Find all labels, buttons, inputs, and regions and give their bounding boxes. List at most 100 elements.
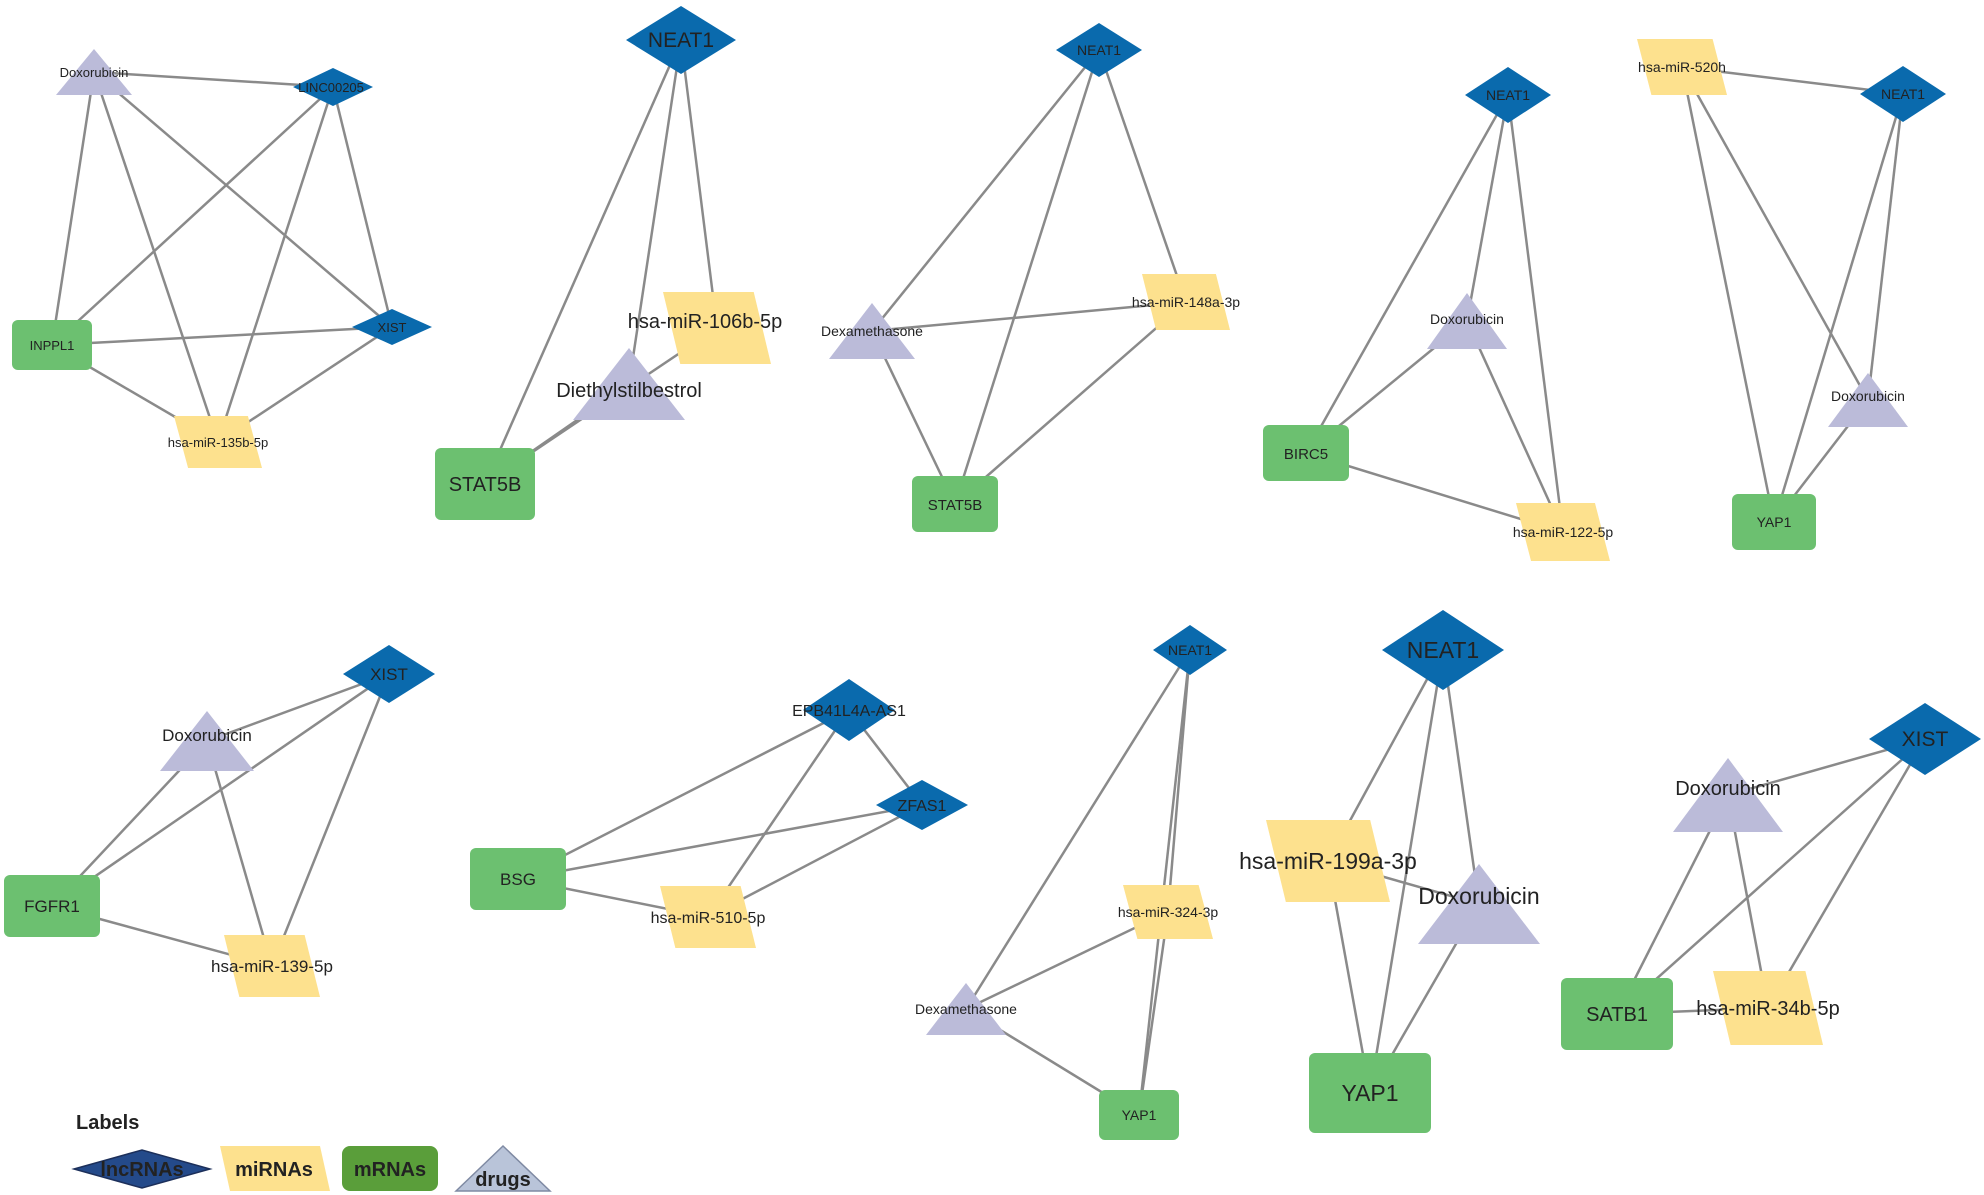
edge-net9-neat1-doxo (1441, 649, 1481, 905)
node-label: hsa-miR-122-5p (1513, 524, 1614, 540)
edge-net3-neat1-dexa (871, 49, 1100, 332)
node-net4-mirna-mir: hsa-miR-122-5p (1513, 503, 1614, 561)
mirna-shape (224, 935, 320, 997)
node-label: hsa-miR-135b-5p (168, 435, 268, 450)
mirna-shape (1123, 885, 1213, 939)
node-label: NEAT1 (1168, 642, 1212, 658)
node-net5-mirna-mir: hsa-miR-520h (1637, 39, 1727, 95)
drug-shape (1828, 373, 1908, 427)
edge-net5-neat1-yap1 (1772, 93, 1905, 523)
edge-net2-neat1-drug (627, 39, 683, 385)
drug-shape (1427, 293, 1507, 349)
legend: Labels lncRNAs miRNAs mRNAs drugs (71, 1112, 552, 1192)
node-label: hsa-miR-34b-5p (1696, 998, 1839, 1020)
node-net1-mrna-inppl1: INPPL1 (12, 320, 92, 370)
node-label: XIST (370, 665, 408, 684)
node-net8-mirna-mir: hsa-miR-324-3p (1118, 885, 1218, 939)
edge-net7-zfas1-bsg (517, 803, 923, 881)
mirna-shape (1516, 503, 1610, 561)
edge-net3-dexa-stat5b (870, 330, 957, 505)
node-label: Dexamethasone (821, 323, 923, 339)
node-label: hsa-miR-148a-3p (1132, 294, 1240, 310)
legend-item-lncrnas: lncRNAs (71, 1149, 213, 1189)
lncrna-shape (1056, 23, 1142, 77)
node-label: STAT5B (449, 474, 522, 496)
node-net4-lncrna-neat1: NEAT1 (1465, 67, 1551, 123)
legend-mrna-rect (342, 1146, 438, 1191)
node-label: Doxorubicin (1675, 778, 1781, 800)
edge-net4-neat1-doxo (1465, 94, 1510, 322)
edge-net6-doxo-mir (205, 740, 274, 967)
mirna-shape (1142, 274, 1230, 330)
node-net2-mirna-mir: hsa-miR-106b-5p (628, 292, 782, 364)
node-label: Diethylstilbestrol (556, 380, 702, 402)
node-label: Doxorubicin (162, 726, 252, 745)
mrna-shape (912, 476, 998, 532)
drug-shape (160, 711, 254, 771)
edge-net6-xist-mir (270, 673, 391, 967)
edge-net10-xist-mir (1766, 738, 1927, 1009)
node-label: YAP1 (1757, 514, 1792, 530)
node-label: STAT5B (928, 497, 982, 514)
mrna-shape (1099, 1090, 1179, 1140)
node-net6-drug-doxo: Doxorubicin (160, 711, 254, 771)
edge-net5-neat1-doxo (1866, 93, 1905, 401)
node-label: YAP1 (1341, 1080, 1398, 1106)
edge-net6-xist-doxo (206, 672, 390, 743)
node-label: NEAT1 (648, 29, 714, 52)
node-label: hsa-miR-139-5p (211, 957, 333, 976)
legend-label-mrnas: mRNAs (354, 1159, 426, 1181)
node-net7-lncrna-zfas1: ZFAS1 (876, 780, 968, 830)
edge-net4-doxo-mir (1465, 320, 1565, 533)
mirna-shape (1266, 820, 1390, 902)
mrna-shape (1309, 1053, 1431, 1133)
node-net2-drug-drug: Diethylstilbestrol (556, 348, 702, 420)
node-label: INPPL1 (30, 338, 75, 353)
edge-net1-doxo-mir (92, 71, 220, 443)
node-label: NEAT1 (1486, 87, 1530, 103)
legend-item-drugs: drugs (454, 1144, 552, 1192)
node-net9-lncrna-neat1: NEAT1 (1382, 610, 1504, 690)
node-net5-mrna-yap1: YAP1 (1732, 494, 1816, 550)
lncrna-shape (626, 6, 736, 74)
node-net3-mirna-mir: hsa-miR-148a-3p (1132, 274, 1240, 330)
lncrna-shape (1382, 610, 1504, 690)
node-net6-lncrna-xist: XIST (343, 645, 435, 703)
mrna-shape (12, 320, 92, 370)
node-net1-drug-doxo: Doxorubicin (56, 49, 132, 95)
edges-layer (50, 39, 1927, 1117)
node-label: YAP1 (1122, 1107, 1157, 1123)
node-net6-mrna-fgfr1: FGFR1 (4, 875, 100, 937)
mirna-shape (1637, 39, 1727, 95)
legend-title: Labels (76, 1112, 139, 1134)
node-net8-drug-dexa: Dexamethasone (915, 983, 1017, 1035)
edge-net9-neat1-yap1 (1368, 649, 1445, 1094)
edge-net1-doxo-linc (93, 70, 334, 89)
lncrna-shape (1465, 67, 1551, 123)
edge-net2-neat1-stat5b (483, 39, 683, 485)
node-net2-lncrna-neat1: NEAT1 (626, 6, 736, 74)
node-label: Doxorubicin (1831, 388, 1905, 404)
node-net2-mrna-stat5b: STAT5B (435, 448, 535, 520)
node-label: Doxorubicin (1430, 311, 1504, 327)
node-net9-mirna-mir: hsa-miR-199a-3p (1239, 820, 1417, 902)
node-net4-drug-doxo: Doxorubicin (1427, 293, 1507, 349)
node-label: Doxorubicin (60, 65, 129, 80)
node-label: Dexamethasone (915, 1001, 1017, 1017)
lncrna-shape (1869, 703, 1981, 775)
lncrna-shape (352, 309, 432, 345)
node-net3-drug-dexa: Dexamethasone (821, 303, 923, 359)
node-net8-lncrna-neat1: NEAT1 (1153, 625, 1227, 675)
edge-net1-inppl1-xist (51, 325, 393, 347)
mirna-shape (174, 416, 262, 468)
node-label: Doxorubicin (1418, 883, 1539, 909)
node-label: LINC00205 (298, 80, 364, 95)
node-net5-lncrna-neat1: NEAT1 (1860, 66, 1946, 122)
node-label: ZFAS1 (898, 798, 947, 815)
edge-net7-epb-mir (706, 709, 851, 918)
edge-net7-epb-bsg (517, 708, 850, 881)
node-label: NEAT1 (1407, 637, 1479, 663)
edge-net1-linc-xist (331, 86, 394, 328)
edge-net8-neat1-dexa (964, 649, 1192, 1010)
node-label: NEAT1 (1881, 86, 1925, 102)
